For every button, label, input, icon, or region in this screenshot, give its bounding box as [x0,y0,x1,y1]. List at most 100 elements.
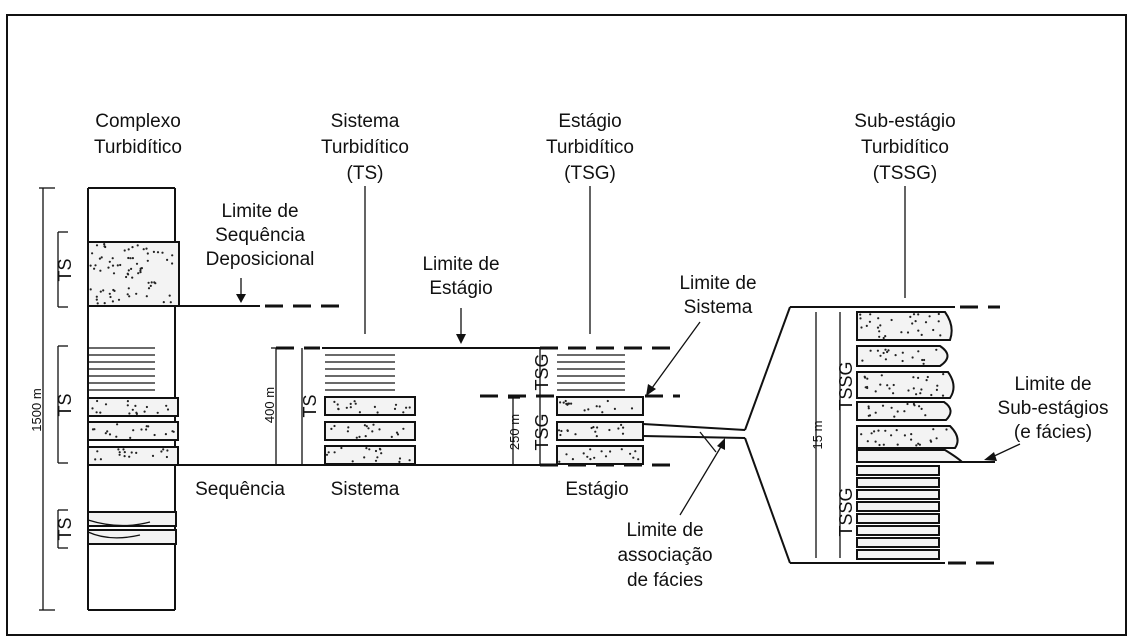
sand-dot [347,426,349,428]
sand-dot [868,405,870,407]
sand-dot [913,313,915,315]
sand-dot [875,441,877,443]
sand-dot [861,360,863,362]
sand-dot [96,450,98,452]
sand-dot [394,408,396,410]
sand-dot [91,252,93,254]
subestagio-lower-beds [857,466,939,559]
sand-dot [402,411,404,413]
limite-seq-3: Deposicional [206,249,315,270]
sand-dot [355,403,357,405]
sand-dot [145,428,147,430]
sand-dot [96,244,98,246]
subestagio-column: Sub-estágio Turbidítico (TSSG) 15 m TSSG… [810,111,995,559]
sand-dot [945,428,947,430]
sand-dot [109,296,111,298]
sand-dot [365,435,367,437]
sand-dot [96,400,98,402]
sand-dot [891,319,893,321]
sand-dot [350,403,352,405]
sand-dot [574,433,576,435]
sand-dot [607,400,609,402]
sand-dot [396,432,398,434]
sand-dot [634,450,636,452]
sand-dot [130,268,132,270]
sand-dot [881,374,883,376]
sand-dot [150,285,152,287]
sand-dot [379,448,381,450]
sand-dot [893,384,895,386]
sand-dot [930,394,932,396]
sand-dot [570,403,572,405]
sand-dot [921,408,923,410]
sand-dot [135,452,137,454]
sand-dot [131,246,133,248]
sand-dot [925,321,927,323]
sand-dot [380,452,382,454]
sand-dot [910,439,912,441]
sand-dot [372,424,374,426]
sand-dot [864,376,866,378]
sand-dot [917,313,919,315]
sand-dot [127,400,129,402]
limite-sub-3: (e fácies) [1014,422,1092,443]
subestagio-scale: 15 m [810,421,825,450]
sand-dot [631,407,633,409]
sand-dot [923,363,925,365]
sistema-bottom-label: Sistema [331,479,400,500]
sand-dot [871,432,873,434]
sand-dot [330,428,332,430]
sand-dot [565,400,567,402]
sand-dot [140,428,142,430]
sand-dot [583,452,585,454]
sand-dot [96,296,98,298]
sand-dot [99,412,101,414]
sand-dot [326,454,328,456]
sand-dot [125,276,127,278]
sand-dot [942,373,944,375]
sand-dot [165,405,167,407]
sand-dot [877,327,879,329]
sand-dot [102,289,104,291]
estagio-scale: 250 m [507,414,522,450]
sand-dot [932,329,934,331]
sand-dot [900,331,902,333]
sand-dot [601,411,603,413]
sand-dot [882,405,884,407]
sand-dot [593,457,595,459]
estagio-tsg-label-1: TSG [532,353,552,390]
sand-dot [169,295,171,297]
sand-dot [608,429,610,431]
sand-dot [103,243,105,245]
sand-dot [96,411,98,413]
sand-dot [94,264,96,266]
sand-dot [129,437,131,439]
sand-dot [879,384,881,386]
sand-dot [620,424,622,426]
sand-dot [132,429,134,431]
sand-dot [90,265,92,267]
sand-dot [563,402,565,404]
sand-dot [378,428,380,430]
sand-dot [128,412,130,414]
subestagio-title-1: Sub-estágio [854,111,955,132]
sand-dot [860,326,862,328]
sistema-title-1: Sistema [331,111,400,132]
sand-dot [924,414,926,416]
complexo-ts-label-3: TS [55,517,75,540]
sand-dot [402,428,404,430]
sand-dot [119,454,121,456]
limite-seq-1: Limite de [221,201,298,222]
complexo-title-2: Turbidítico [94,137,182,158]
sand-dot [860,433,862,435]
estagio-title-3: (TSG) [564,163,616,184]
limite-sistema-2: Sistema [684,297,753,318]
sand-dot [116,423,118,425]
subestagio-tssg-label-1: TSSG [836,361,856,410]
sand-dot [146,295,148,297]
sand-dot [885,358,887,360]
subestagio-title-2: Turbidítico [861,137,949,158]
sand-dot [163,301,165,303]
sand-dot [162,448,164,450]
sand-dot [105,403,107,405]
